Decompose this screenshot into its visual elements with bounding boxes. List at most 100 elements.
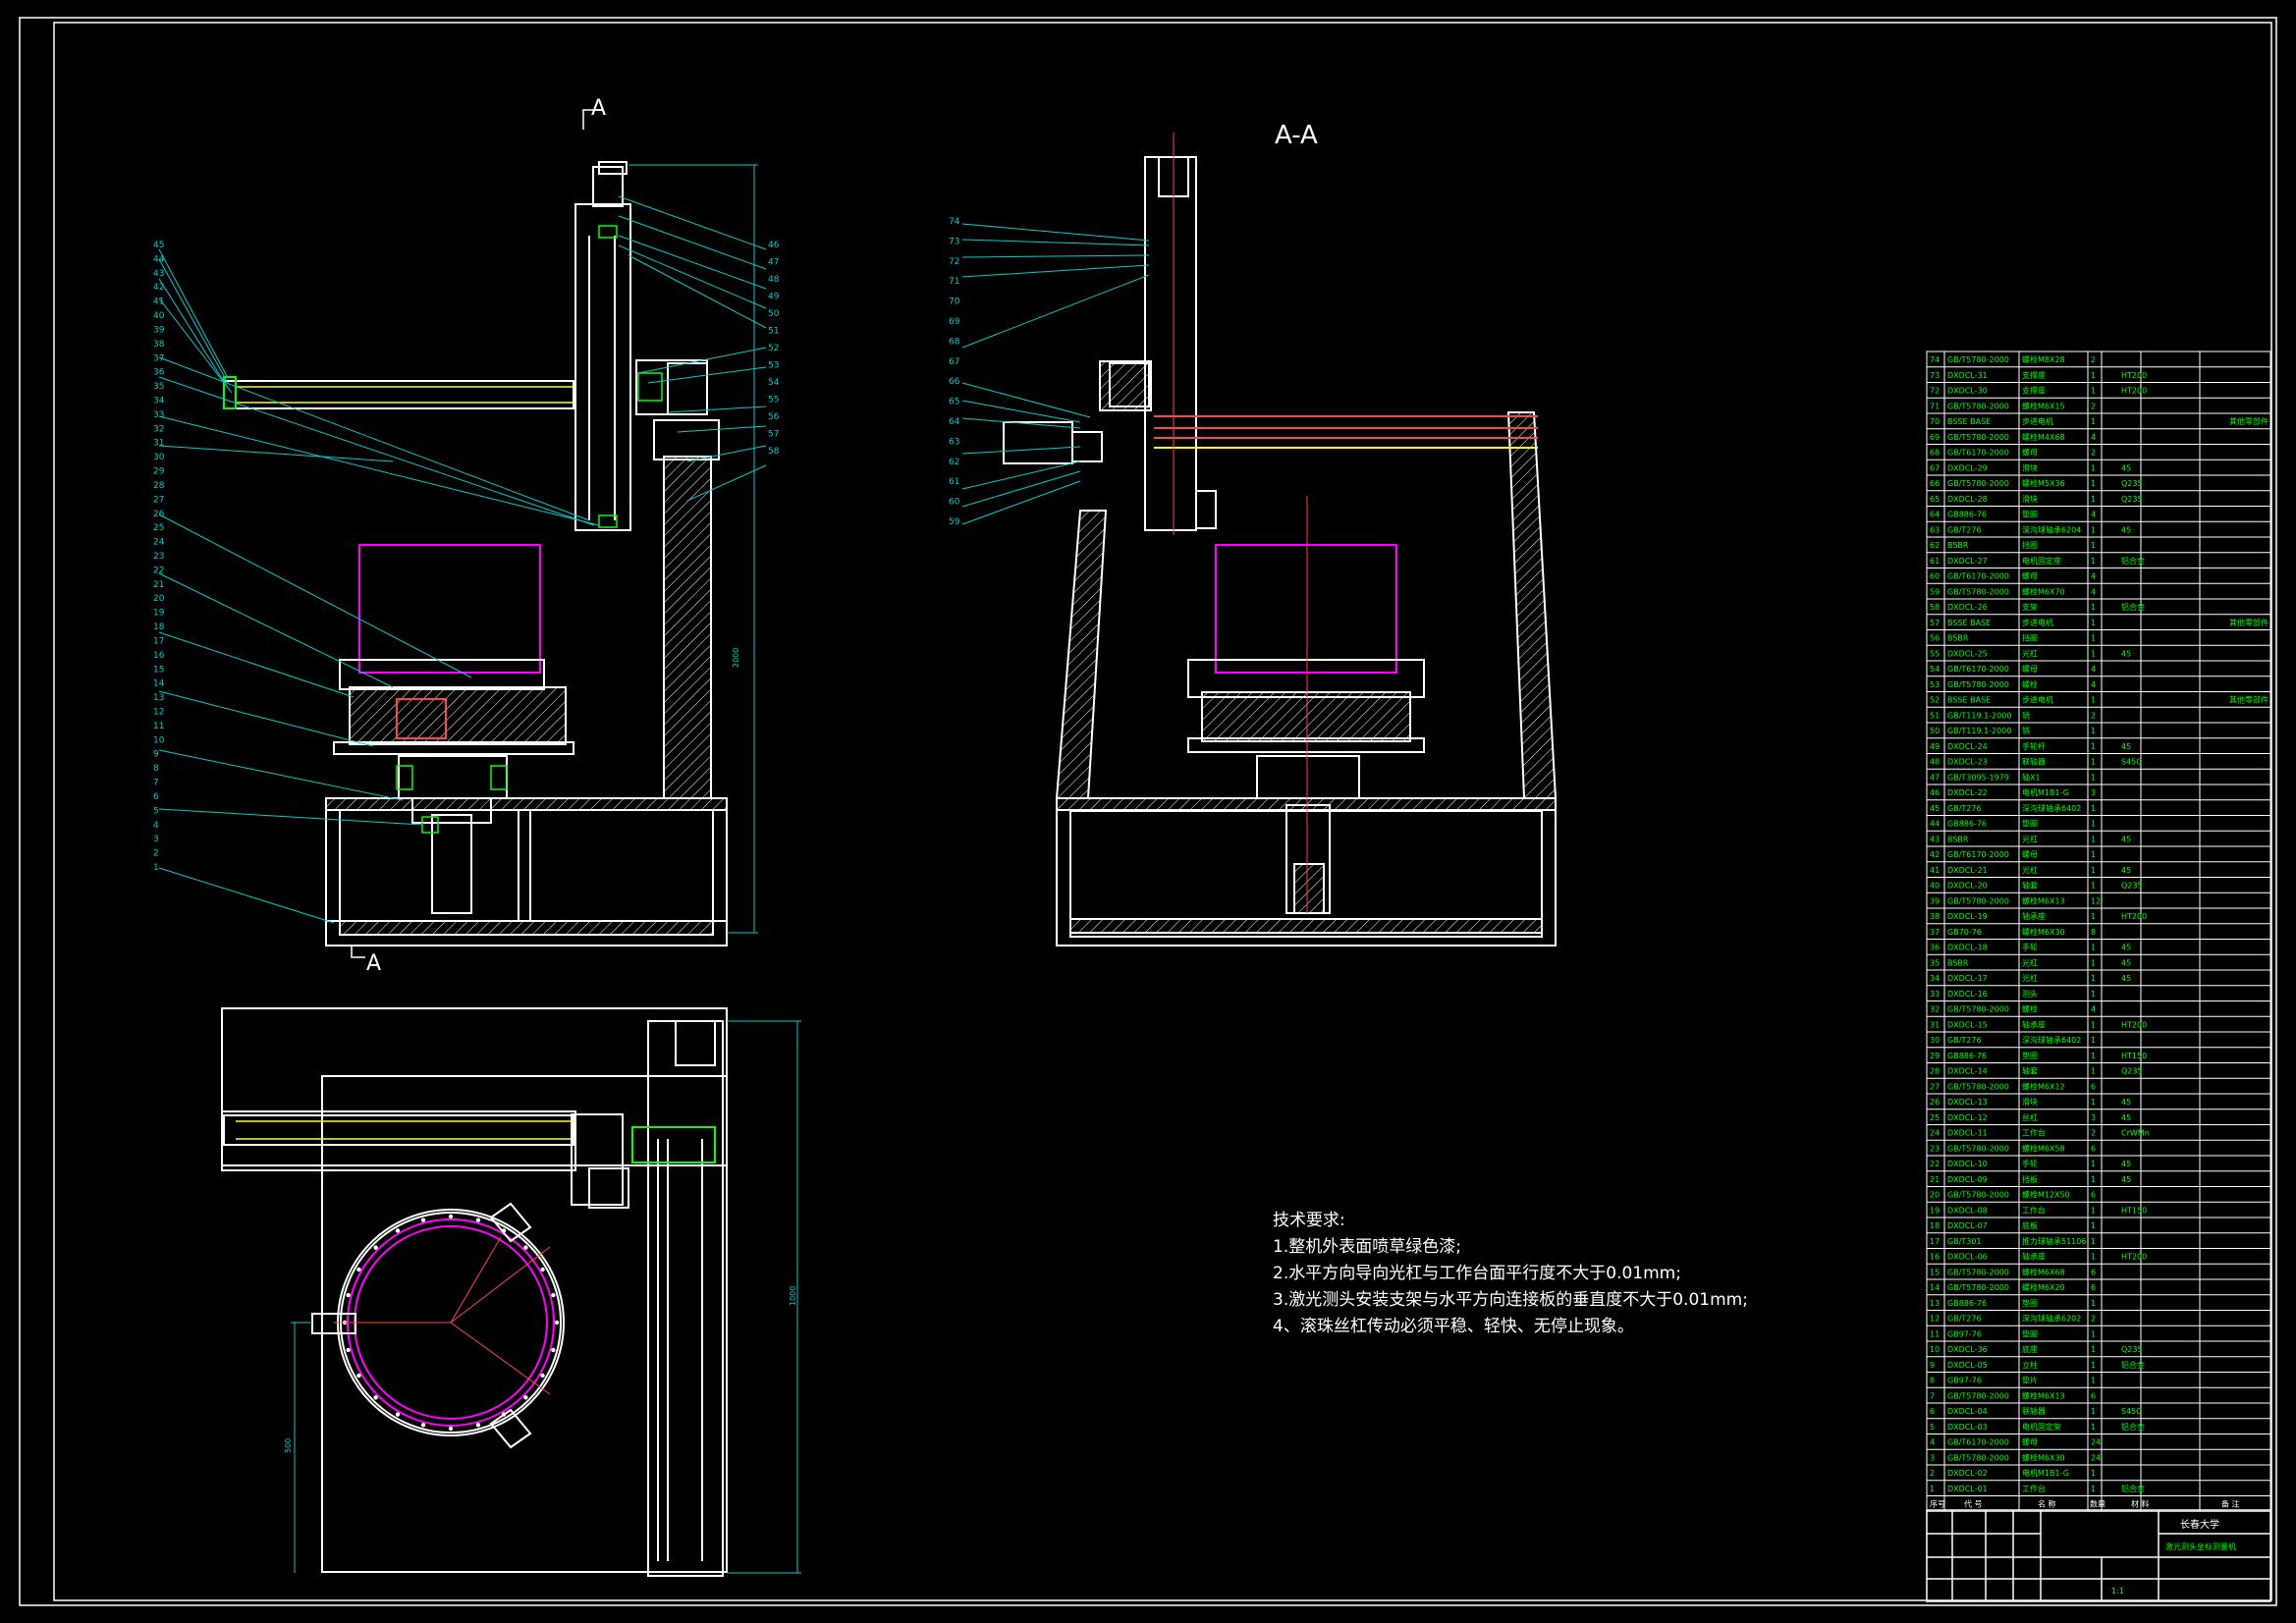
bom-cell: 45 (2121, 974, 2131, 983)
bom-cell: 1 (2091, 912, 2096, 921)
bom-cell: 挡圈 (2022, 540, 2038, 550)
section-label-bottom: A (366, 951, 381, 976)
bom-cell: 45 (2121, 958, 2131, 967)
centerlines-section (1173, 133, 1308, 913)
bom-cell: 42 (1930, 850, 1940, 859)
bom-cell: DXDCL-25 (1947, 649, 1988, 658)
bom-cell: 光杠 (2022, 973, 2038, 983)
bom-cell: 步进电机 (2022, 695, 2053, 705)
section-title: A-A (1275, 121, 1318, 150)
bom-cell: 4 (2091, 1005, 2096, 1014)
balloon-number: 26 (153, 510, 165, 519)
bom-cell: 1 (2091, 417, 2096, 426)
bom-cell: 1 (2091, 866, 2096, 875)
bom-cell: GB/T5780-2000 (1947, 1268, 2009, 1276)
bom-cell: 螺栓M6X15 (2022, 401, 2065, 410)
bom-cell: 23 (1930, 1144, 1940, 1153)
title-block-scale: 1:1 (2111, 1587, 2124, 1596)
bom-cell: 1 (2091, 1221, 2096, 1230)
bom-cell: HT150 (2121, 1206, 2147, 1215)
balloon-number: 2 (153, 849, 159, 859)
bom-cell: 54 (1930, 665, 1940, 674)
bom-cell: 74 (1930, 355, 1940, 364)
bom-cell: 17 (1930, 1237, 1940, 1246)
bom-cell: 62 (1930, 541, 1940, 550)
bolt-hole (523, 1395, 528, 1400)
bom-cell: 1 (2091, 804, 2096, 813)
balloon-number: 39 (153, 325, 165, 335)
bom-cell: DXDCL-01 (1947, 1485, 1988, 1493)
balloon-number: 73 (949, 237, 959, 246)
bom-cell: 60 (1930, 572, 1940, 581)
bom-cell: 24 (1930, 1129, 1940, 1138)
plan-dimensions (291, 1020, 801, 1574)
bom-cell: 1 (2091, 1361, 2096, 1370)
tech-req-item: 1.整机外表面喷草绿色漆; (1273, 1237, 1461, 1257)
bom-cell: 1 (2091, 820, 2096, 829)
bom-cell: GB/T5780-2000 (1947, 680, 2009, 689)
bom-cell: 1 (2091, 387, 2096, 396)
bom-cell: 59 (1930, 587, 1940, 596)
bom-cell: 支撑座 (2022, 370, 2046, 380)
balloon-number: 60 (949, 498, 960, 508)
bom-cell: GB/T5780-2000 (1947, 1191, 2009, 1200)
bom-cell: GB/T276 (1947, 804, 1982, 813)
bom-cell: DXDCL-19 (1947, 912, 1988, 921)
bom-cell: 72 (1930, 387, 1940, 396)
bom-cell: GB/T276 (1947, 1315, 1982, 1324)
bom-header-cell: 序号 (1930, 1499, 1945, 1509)
bom-cell: 11 (1930, 1329, 1940, 1338)
bom-cell: 45 (2121, 742, 2131, 751)
bom-cell: 1 (2091, 1329, 2096, 1338)
bom-cell: 其他零部件 (2229, 416, 2269, 426)
bom-cell: 1 (2091, 773, 2096, 782)
bom-border (1926, 351, 2271, 1512)
bom-cell: 手轮 (2022, 943, 2038, 952)
bom-cell: DXDCL-21 (1947, 866, 1988, 875)
bom-cell: 1 (2091, 742, 2096, 751)
bom-header-cell: 备 注 (2221, 1499, 2240, 1509)
bom-cell: 铝合金 (2121, 1484, 2145, 1493)
bom-cell: 联轴器 (2022, 757, 2046, 767)
leaders-front-left (158, 248, 600, 924)
bom-cell: DXDCL-15 (1947, 1020, 1988, 1029)
bom-cell: 其他零部件 (2229, 618, 2269, 627)
bom-cell: Q235 (2121, 495, 2143, 504)
bom-cell: 2 (1930, 1469, 1935, 1478)
balloon-number: 25 (153, 523, 164, 533)
plan-view (221, 1007, 728, 1577)
bom-cell: 24 (2091, 1453, 2101, 1462)
balloon-number: 68 (949, 337, 960, 347)
bom-cell: 其他零部件 (2229, 695, 2269, 705)
bom-cell: 34 (1930, 974, 1940, 983)
section-arrow-top (582, 109, 595, 130)
bom-cell: 螺栓M6X58 (2022, 1143, 2065, 1153)
bom-cell: S45C (2121, 758, 2142, 767)
bom-cell: 1 (2091, 1299, 2096, 1308)
bom-cell: 轴套 (2022, 881, 2038, 891)
balloon-number: 48 (768, 275, 780, 285)
bom-cell: 1 (2091, 525, 2096, 534)
bom-cell: 8 (2091, 928, 2096, 937)
balloon-number: 35 (153, 382, 164, 392)
inner-frame (53, 22, 2272, 1601)
dim-plan-sub: 500 (284, 1438, 293, 1453)
bom-cell: DXDCL-27 (1947, 557, 1988, 566)
balloon-number: 18 (153, 622, 165, 632)
bom-cell: 底座 (2022, 1344, 2038, 1354)
bom-cell: 70 (1930, 417, 1940, 426)
bom-cell: 1 (2091, 1160, 2096, 1168)
balloon-number: 56 (768, 412, 780, 422)
bom-cell: 销 (2022, 710, 2030, 720)
bom-cell: 58 (1930, 603, 1940, 612)
balloon-number: 41 (153, 298, 164, 307)
bom-cell: GB/T5780-2000 (1947, 402, 2009, 410)
bom-cell: 螺栓M6X13 (2022, 895, 2065, 905)
bom-cell: 3 (2091, 788, 2096, 797)
balloon-number: 74 (949, 217, 960, 227)
bom-cell: 垫圈 (2022, 1298, 2038, 1308)
bom-cell: 21 (1930, 1175, 1940, 1184)
balloon-number: 19 (153, 609, 165, 619)
bom-cell: 螺栓M5X36 (2022, 478, 2065, 488)
dimensions-front (629, 164, 758, 934)
